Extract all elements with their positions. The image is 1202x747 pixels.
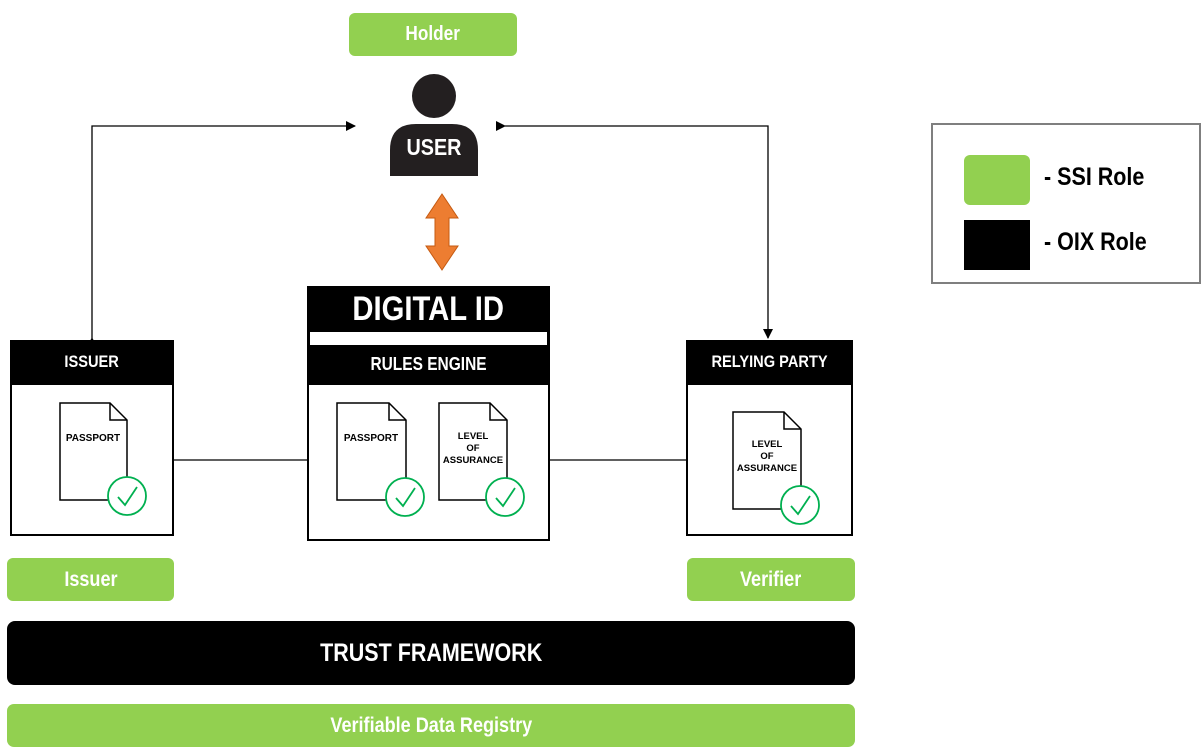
legend-ssi-swatch bbox=[964, 155, 1030, 205]
user-digital-id-exchange-arrow bbox=[425, 193, 459, 271]
relying-party-box-header-label: RELYING PARTY bbox=[711, 351, 828, 371]
issuer-check-icon bbox=[107, 476, 147, 516]
relying-party-assurance-line1: LEVEL bbox=[752, 439, 783, 450]
digital-id-divider bbox=[307, 332, 550, 345]
legend-oix-label: - OIX Role bbox=[1044, 228, 1147, 256]
issuer-role-label: Issuer bbox=[63, 567, 118, 591]
verifiable-data-registry-label: Verifiable Data Registry bbox=[330, 713, 532, 737]
issuer-passport-doc-label: PASSPORT bbox=[66, 433, 120, 444]
verifier-role-badge: Verifier bbox=[687, 558, 855, 601]
digital-id-assurance-line3: ASSURANCE bbox=[443, 455, 503, 466]
digital-id-title: DIGITAL ID bbox=[352, 289, 505, 328]
relying-party-check-icon bbox=[780, 485, 820, 525]
relying-party-assurance-line3: ASSURANCE bbox=[737, 463, 797, 474]
issuer-box-header: ISSUER bbox=[10, 340, 174, 383]
legend: - SSI Role - OIX Role bbox=[931, 123, 1201, 284]
rules-engine-header: RULES ENGINE bbox=[307, 345, 550, 383]
issuer-user-connector bbox=[87, 121, 356, 347]
issuer-passport-document-icon: PASSPORT bbox=[59, 402, 128, 501]
trust-framework-label: TRUST FRAMEWORK bbox=[319, 638, 543, 667]
issuer-role-badge: Issuer bbox=[7, 558, 174, 601]
digital-id-passport-document-icon: PASSPORT bbox=[336, 402, 407, 501]
digital-id-assurance-line2: OF bbox=[466, 443, 479, 454]
user-label: USER bbox=[406, 134, 462, 160]
verifiable-data-registry-bar: Verifiable Data Registry bbox=[7, 704, 855, 747]
relying-party-assurance-line2: OF bbox=[760, 451, 773, 462]
digital-id-assurance-line1: LEVEL bbox=[458, 431, 489, 442]
holder-role-label: Holder bbox=[405, 23, 461, 45]
digital-id-passport-doc-label: PASSPORT bbox=[344, 433, 398, 444]
digital-id-assurance-document-icon: LEVEL OF ASSURANCE bbox=[438, 402, 508, 501]
legend-oix-swatch bbox=[964, 220, 1030, 270]
user-icon: USER bbox=[380, 74, 488, 176]
issuer-box-header-label: ISSUER bbox=[64, 351, 120, 371]
trust-framework-bar: TRUST FRAMEWORK bbox=[7, 621, 855, 685]
digital-id-passport-check-icon bbox=[385, 477, 425, 517]
rules-engine-label: RULES ENGINE bbox=[370, 353, 487, 374]
legend-ssi-label: - SSI Role bbox=[1044, 163, 1145, 191]
relying-party-assurance-document-icon: LEVEL OF ASSURANCE bbox=[732, 411, 802, 510]
verifier-role-label: Verifier bbox=[740, 567, 802, 591]
digital-id-assurance-check-icon bbox=[485, 477, 525, 517]
user-relying-party-connector bbox=[496, 121, 773, 339]
relying-party-box-header: RELYING PARTY bbox=[686, 340, 853, 383]
holder-role-badge: Holder bbox=[349, 13, 517, 56]
digital-id-title-bar: DIGITAL ID bbox=[307, 286, 550, 332]
